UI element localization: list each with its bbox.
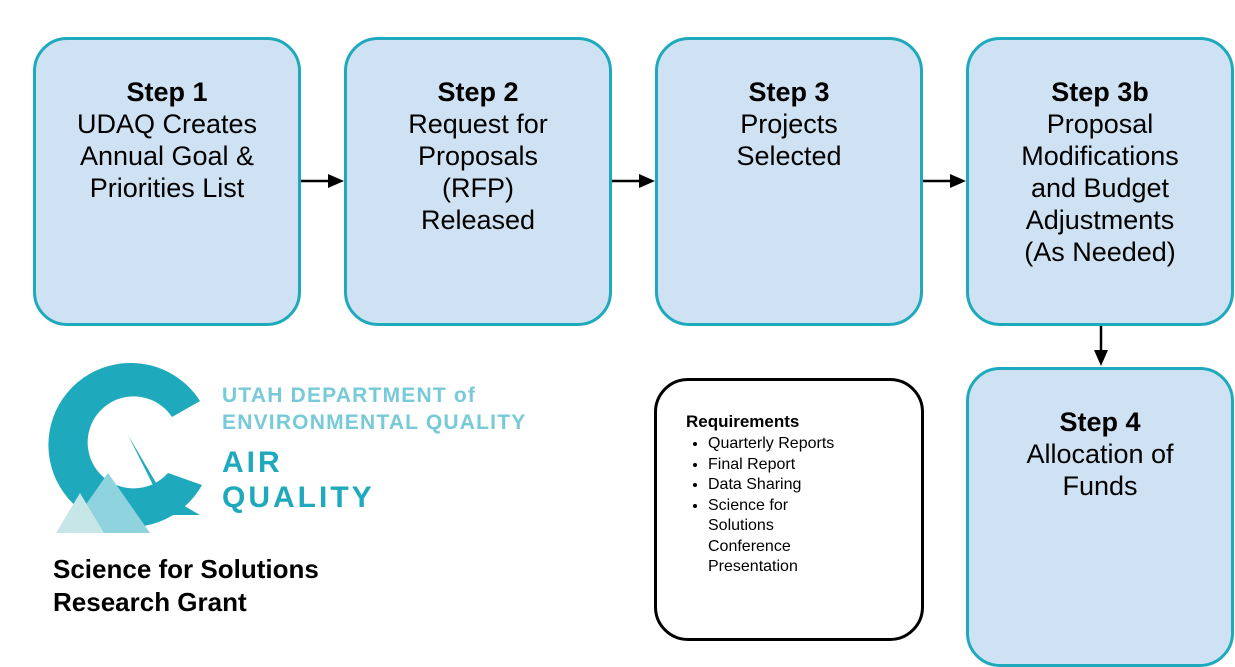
org-name-line-3: AIR: [222, 446, 283, 479]
step-2-box: Step 2 Request for Proposals (RFP) Relea…: [344, 37, 612, 326]
logo-mountain-pale: [56, 493, 104, 533]
logo-ring: [48, 362, 203, 527]
step-2-line: (RFP): [442, 173, 514, 203]
step-1-line: Annual Goal &: [79, 141, 255, 171]
step-3b-box: Step 3b Proposal Modifications and Budge…: [966, 37, 1234, 326]
grant-title-line-2: Research Grant: [53, 587, 247, 617]
requirements-list: Quarterly Reports Final Report Data Shar…: [686, 434, 905, 578]
step-1-line: Priorities List: [89, 173, 245, 203]
requirement-item: Data Sharing: [708, 475, 848, 496]
arrow-step1-to-step2-head: [328, 174, 344, 188]
arrow-step3b-to-step4-head: [1094, 350, 1108, 366]
step-3b-line: Modifications: [1021, 141, 1179, 171]
step-3b-line: Proposal: [1046, 109, 1154, 139]
step-4-title: Step 4: [1059, 407, 1141, 437]
step-2-line: Released: [420, 205, 536, 235]
step-3-box: Step 3 Projects Selected: [655, 37, 923, 326]
step-3-title: Step 3: [748, 77, 830, 107]
step-3-line: Projects: [740, 109, 838, 139]
requirement-item: Science for Solutions Conference Present…: [708, 496, 848, 578]
step-3b-line: and Budget: [1030, 173, 1170, 203]
step-3-line: Selected: [736, 141, 842, 171]
requirement-item: Final Report: [708, 455, 848, 476]
step-4-line: Funds: [1062, 471, 1138, 501]
step-2-line: Request for: [408, 109, 548, 139]
org-name-line-4: QUALITY: [222, 481, 375, 514]
step-4-line: Allocation of: [1026, 439, 1174, 469]
step-3b-title: Step 3b: [1051, 77, 1149, 107]
arrow-step3-to-step3b-head: [950, 174, 966, 188]
step-1-box: Step 1 UDAQ Creates Annual Goal & Priori…: [33, 37, 301, 326]
step-3b-line: Adjustments: [1025, 205, 1175, 235]
step-4-box: Step 4 Allocation of Funds: [966, 367, 1234, 667]
grant-title: Science for Solutions Research Grant: [53, 553, 319, 619]
requirement-item: Quarterly Reports: [708, 434, 848, 455]
step-2-line: Proposals: [417, 141, 539, 171]
org-name-line-2: ENVIRONMENTAL QUALITY: [222, 411, 527, 434]
requirements-title: Requirements: [686, 412, 800, 431]
step-1-title: Step 1: [126, 77, 208, 107]
org-name-line-1: UTAH DEPARTMENT of: [222, 384, 477, 407]
arrow-step2-to-step3-head: [639, 174, 655, 188]
requirements-box: Requirements Quarterly Reports Final Rep…: [654, 378, 924, 641]
logo-mountain-dark: [128, 435, 200, 515]
udeq-air-quality-logo-icon: [48, 362, 203, 533]
step-1-line: UDAQ Creates: [76, 109, 258, 139]
step-2-title: Step 2: [437, 77, 519, 107]
grant-title-line-1: Science for Solutions: [53, 554, 319, 584]
step-3b-line: (As Needed): [1024, 237, 1176, 267]
